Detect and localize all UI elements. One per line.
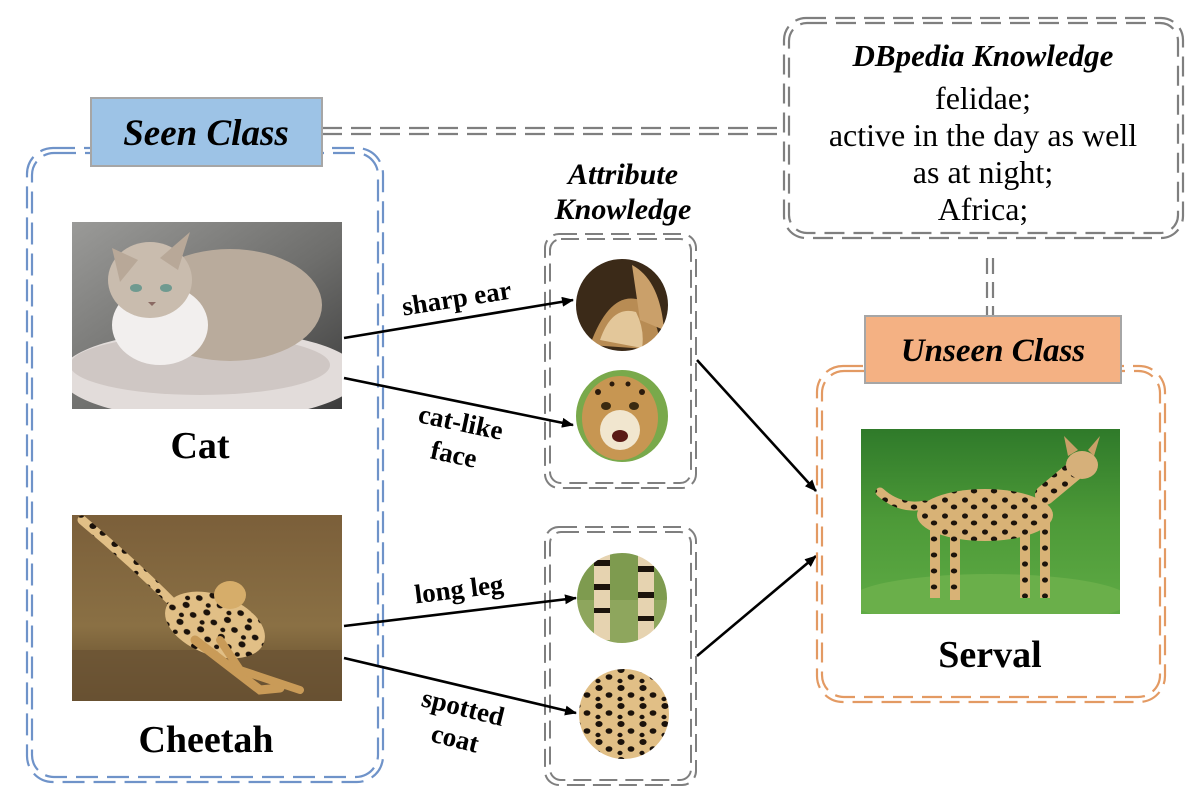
long-leg-label: long leg <box>413 569 506 610</box>
attribute-knowledge-title-line2: Knowledge <box>554 193 692 226</box>
cat-like-face-label-line1: cat-like <box>416 399 506 446</box>
attribute-frame-upper <box>544 233 697 489</box>
cheetah-image <box>72 515 342 701</box>
dbpedia-line-2: active in the day as well <box>829 117 1137 153</box>
cheetah-label: Cheetah <box>138 719 273 761</box>
serval-image <box>861 429 1120 614</box>
cat-like-face-label-line2: face <box>428 435 480 474</box>
long-leg-image <box>575 551 669 645</box>
dbpedia-to-unseen-connector <box>985 258 995 316</box>
serval-label: Serval <box>938 634 1041 676</box>
seen-class-frame <box>25 146 385 784</box>
attribute-arrows <box>343 296 817 716</box>
sharp-ear-label: sharp ear <box>400 275 514 322</box>
dbpedia-line-3: as at night; <box>913 154 1053 190</box>
attribute-frame-lower <box>544 526 697 786</box>
sharp-ear-image <box>574 257 670 353</box>
dbpedia-knowledge-frame <box>782 16 1185 240</box>
dbpedia-knowledge-title: DBpedia Knowledge <box>852 38 1114 73</box>
seen-to-dbpedia-connector <box>322 126 784 136</box>
cat-label: Cat <box>170 425 229 467</box>
unseen-class-title-box: Unseen Class <box>864 315 1122 384</box>
dbpedia-line-4: Africa; <box>938 191 1029 227</box>
attribute-knowledge-title-line1: Attribute <box>566 158 678 191</box>
cat-image <box>72 222 342 409</box>
unseen-class-title: Unseen Class <box>901 333 1085 369</box>
seen-class-title-box: Seen Class <box>90 97 323 167</box>
seen-class-title: Seen Class <box>123 113 289 154</box>
cat-like-face-image <box>574 368 670 464</box>
spotted-coat-image <box>577 667 671 761</box>
dbpedia-line-1: felidae; <box>935 80 1031 116</box>
